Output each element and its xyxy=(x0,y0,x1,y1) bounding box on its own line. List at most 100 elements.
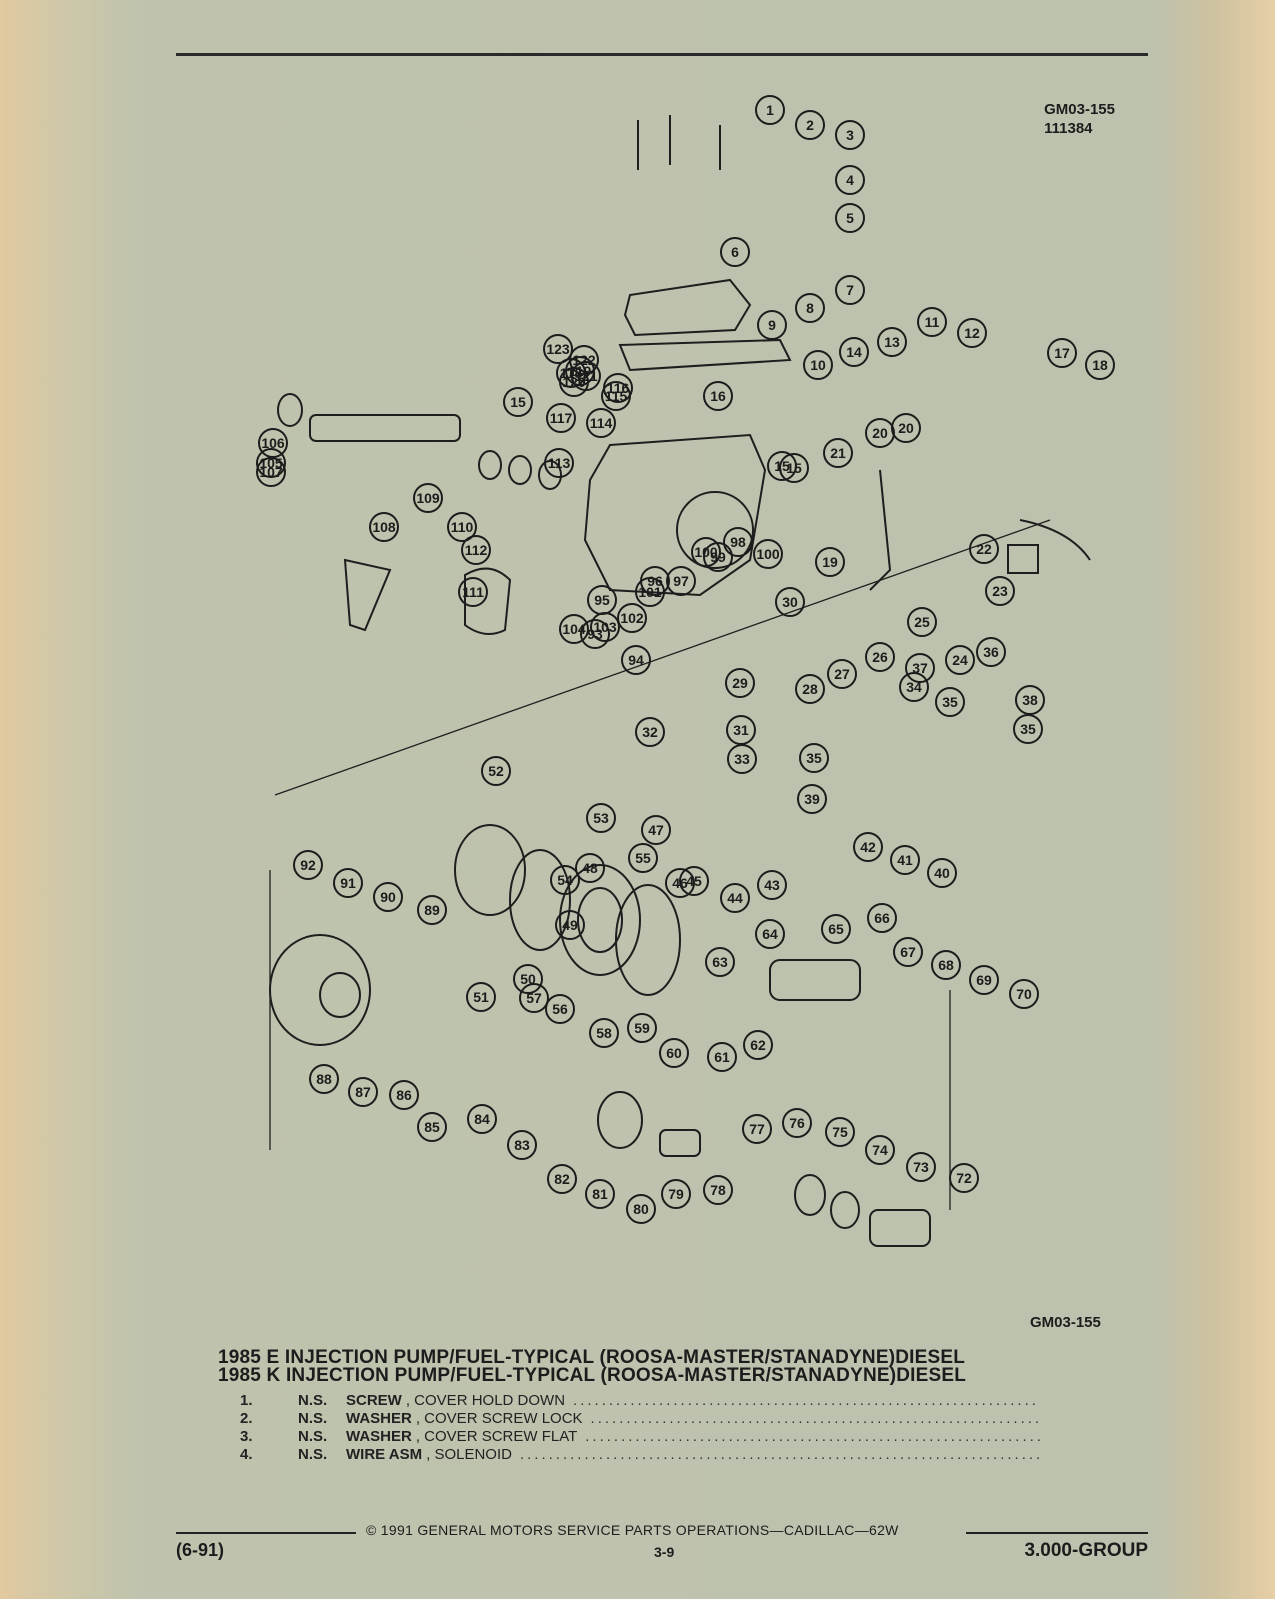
callout-label: 27 xyxy=(834,666,850,682)
callout-107: 107 xyxy=(256,457,286,487)
callout-30: 30 xyxy=(775,587,805,617)
callout-label: 48 xyxy=(582,860,598,876)
callout-circle xyxy=(753,539,783,569)
footer-rule xyxy=(176,1532,356,1534)
callout-22: 22 xyxy=(969,534,999,564)
callout-label: 82 xyxy=(554,1171,570,1187)
part-ns: N.S. xyxy=(298,1410,328,1427)
callout-circle xyxy=(507,1130,537,1160)
callout-label: 70 xyxy=(1016,986,1032,1002)
callout-84: 84 xyxy=(467,1104,497,1134)
callout-label: 84 xyxy=(474,1111,490,1127)
diagram-canvas: 1234567891011121314151515161718192020212… xyxy=(256,95,1115,1247)
callout-circle xyxy=(635,717,665,747)
callout-label: 110 xyxy=(451,519,474,535)
page-number: 3-9 xyxy=(654,1544,675,1560)
callout-98: 98 xyxy=(723,527,753,557)
callout-circle xyxy=(969,534,999,564)
callout-label: 64 xyxy=(762,926,778,942)
callout-label: 62 xyxy=(750,1037,766,1053)
callout-circle xyxy=(641,815,671,845)
callout-label: 35 xyxy=(1020,721,1036,737)
callout-group: 1234567891011121314151515161718192020212… xyxy=(256,95,1115,1224)
callout-15: 15 xyxy=(503,387,533,417)
callout-label: 80 xyxy=(633,1201,649,1217)
callout-101: 101 xyxy=(635,577,665,607)
revision-date: (6-91) xyxy=(176,1540,225,1560)
part-ns: N.S. xyxy=(298,1392,328,1409)
callout-68: 68 xyxy=(931,950,961,980)
callout-19: 19 xyxy=(815,547,845,577)
dot-leader: ........................................… xyxy=(585,1428,1040,1445)
callout-label: 30 xyxy=(782,594,798,610)
callout-62: 62 xyxy=(743,1030,773,1060)
callout-label: 57 xyxy=(526,990,542,1006)
callout-35: 35 xyxy=(1013,714,1043,744)
callout-86: 86 xyxy=(389,1080,419,1110)
callout-circle xyxy=(757,310,787,340)
callout-81: 81 xyxy=(585,1179,615,1209)
figure-code: GM03-155 xyxy=(1030,1314,1101,1331)
callout-12: 12 xyxy=(957,318,987,348)
callout-circle xyxy=(461,535,491,565)
callout-circle xyxy=(976,637,1006,667)
callout-36: 36 xyxy=(976,637,1006,667)
dot-leader: ........................................… xyxy=(519,1446,1040,1463)
callout-circle xyxy=(589,1018,619,1048)
callout-circle xyxy=(679,866,709,896)
callout-23: 23 xyxy=(985,576,1015,606)
callout-circle xyxy=(797,784,827,814)
part-description: , SOLENOID xyxy=(426,1446,512,1463)
callout-35: 35 xyxy=(799,743,829,773)
callout-circle xyxy=(550,865,580,895)
callout-circle xyxy=(725,668,755,698)
callout-circle xyxy=(782,1108,812,1138)
callout-circle xyxy=(575,853,605,883)
callout-circle xyxy=(835,165,865,195)
callout-label: 114 xyxy=(590,415,613,431)
callout-76: 76 xyxy=(782,1108,812,1138)
callout-37: 37 xyxy=(905,653,935,683)
callout-circle xyxy=(369,512,399,542)
callout-label: 88 xyxy=(316,1071,332,1087)
callout-circle xyxy=(544,448,574,478)
callout-circle xyxy=(1013,714,1043,744)
callout-label: 106 xyxy=(261,435,285,451)
callout-circle xyxy=(635,577,665,607)
callout-label: 72 xyxy=(956,1170,972,1186)
callout-label: 67 xyxy=(900,944,916,960)
figure-title-line: 1985 E INJECTION PUMP/FUEL-TYPICAL (ROOS… xyxy=(218,1347,966,1368)
callout-label: 3 xyxy=(846,127,854,143)
callout-circle xyxy=(839,337,869,367)
figure-id-line2: 111384 xyxy=(1044,120,1093,137)
callout-label: 73 xyxy=(913,1159,929,1175)
callout-label: 39 xyxy=(804,791,820,807)
callout-label: 109 xyxy=(416,490,440,506)
callout-label: 112 xyxy=(465,542,488,558)
callout-label: 20 xyxy=(872,425,888,441)
callout-circle xyxy=(743,1030,773,1060)
callout-73: 73 xyxy=(906,1152,936,1182)
callout-123: 123 xyxy=(543,334,573,364)
callout-122: 122 xyxy=(569,345,599,375)
callout-42: 42 xyxy=(853,832,883,862)
callout-label: 2 xyxy=(806,117,814,133)
parts-row: 2. N.S. WASHER , COVER SCREW LOCK ......… xyxy=(240,1410,1040,1428)
callout-circle xyxy=(585,1179,615,1209)
callout-106: 106 xyxy=(258,428,288,458)
part-number: 4. xyxy=(240,1446,253,1463)
callout-circle xyxy=(1047,338,1077,368)
part-name: SCREW xyxy=(346,1392,402,1409)
callout-circle xyxy=(626,1194,656,1224)
callout-circle xyxy=(519,983,549,1013)
callout-11: 11 xyxy=(917,307,947,337)
callout-21: 21 xyxy=(823,438,853,468)
callout-63: 63 xyxy=(705,947,735,977)
callout-label: 108 xyxy=(372,519,396,535)
callout-circle xyxy=(705,947,735,977)
callout-64: 64 xyxy=(755,919,785,949)
parts-row: 1. N.S. SCREW , COVER HOLD DOWN ........… xyxy=(240,1392,1040,1410)
callout-circle xyxy=(935,687,965,717)
callout-111: 111 xyxy=(458,577,488,607)
callout-6: 6 xyxy=(720,237,750,267)
